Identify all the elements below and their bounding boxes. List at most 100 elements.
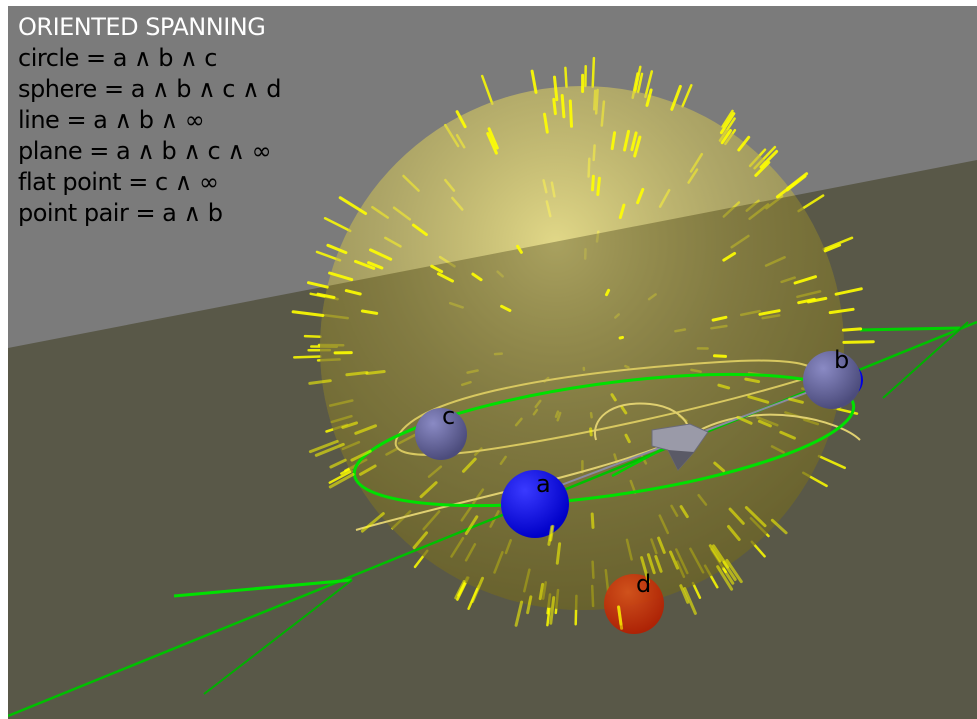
point-a-label: a — [536, 470, 551, 498]
sphere-normal-spike — [679, 584, 690, 604]
sphere-normal-spike — [471, 576, 484, 603]
sphere-normal-spike — [526, 595, 533, 615]
sphere-normal-spike — [412, 531, 428, 550]
sphere-normal-spike — [669, 550, 679, 570]
sphere-normal-spike — [640, 556, 650, 584]
sphere-normal-spike — [633, 135, 642, 158]
line-ab-branch — [882, 321, 969, 399]
sphere-normal-spike — [547, 525, 554, 546]
sphere-normal-spike — [553, 75, 559, 102]
sphere-normal-spike — [454, 580, 466, 600]
sphere-normal-spike — [430, 264, 444, 274]
sphere-normal-spike — [713, 461, 726, 473]
sphere-normal-spike — [568, 99, 573, 128]
sphere-normal-spike — [770, 518, 788, 535]
sphere-normal-spike — [360, 512, 385, 533]
sphere-normal-spike — [338, 196, 368, 215]
sphere-normal-spike — [759, 149, 779, 169]
circle-abc — [352, 372, 856, 508]
line-lower-branch-2 — [203, 579, 353, 695]
point-c[interactable] — [415, 408, 467, 460]
sphere-normal-spike — [350, 449, 372, 462]
point-pair-segment — [611, 444, 669, 478]
sphere-normal-spike — [323, 217, 352, 233]
sphere-normal-spike — [721, 567, 735, 585]
sphere-normal-spike — [737, 135, 751, 152]
sphere-normal-spike — [307, 281, 329, 289]
sphere-normal-spike — [654, 555, 663, 573]
sphere-normal-spike — [419, 481, 438, 499]
sphere-normal-spike — [842, 340, 875, 344]
sphere-normal-spike — [822, 236, 854, 251]
sphere-normal-spike — [691, 581, 702, 599]
sphere-normal-spike — [437, 272, 454, 283]
sphere-normal-spike — [788, 397, 804, 404]
point-a[interactable] — [501, 470, 569, 538]
sphere-normal-spike — [303, 334, 322, 338]
sphere-normal-spike — [359, 464, 377, 476]
point-b[interactable] — [803, 351, 861, 409]
sphere-normal-spike — [328, 472, 355, 489]
sphere-normal-spike — [657, 536, 666, 554]
sphere-normal-spike — [716, 565, 734, 591]
sphere-normal-spike — [530, 69, 538, 94]
sphere-normal-spike — [369, 248, 393, 261]
sphere-normal-spike — [620, 405, 628, 415]
sphere-normal-spike — [610, 131, 617, 151]
sphere-normal-spike — [636, 187, 645, 205]
sphere-normal-spike — [500, 304, 512, 312]
sphere-normal-spike — [617, 605, 623, 626]
sphere-normal-spike — [344, 289, 362, 296]
flat-point-shadow — [668, 450, 694, 470]
sphere-normal-spike — [719, 112, 736, 135]
sphere-normal-spike — [314, 442, 345, 457]
sphere-normal-spike — [543, 112, 549, 134]
sphere-normal-spike — [326, 243, 348, 255]
sphere-normal-spike — [828, 307, 855, 315]
sphere-normal-spike — [823, 243, 842, 253]
sphere-normal-spike — [308, 379, 332, 385]
sphere-normal-spike — [775, 180, 798, 199]
sphere-normal-spike — [644, 70, 654, 99]
sphere-normal-spike — [552, 97, 557, 116]
sphere-normal-spike — [670, 84, 682, 111]
sphere — [320, 86, 844, 610]
sphere-normal-spike — [591, 174, 595, 192]
point-d[interactable] — [604, 574, 664, 634]
sphere-normal-spike — [645, 88, 653, 107]
sphere-normal-spike — [516, 244, 523, 254]
sphere-normal-spike — [736, 415, 753, 425]
sphere-normal-spike — [720, 129, 732, 145]
sphere-normal-spike — [605, 288, 611, 297]
sphere-normal-spike — [717, 383, 731, 390]
sphere-normal-spike — [747, 395, 770, 404]
sphere-normal-spike — [721, 109, 734, 129]
sphere-normal-spike — [725, 559, 743, 584]
sphere-normal-spike — [779, 430, 796, 440]
sphere-normal-spike — [806, 296, 828, 304]
sphere-normal-spike — [555, 542, 562, 565]
sphere-normal-spike — [708, 544, 722, 563]
sphere-normal-spike — [646, 553, 656, 575]
sphere-normal-spike — [711, 315, 728, 322]
sphere-normal-spike — [367, 261, 384, 270]
sphere-normal-spike — [618, 335, 624, 340]
sphere-normal-spike — [308, 439, 339, 454]
sphere-normal-spike — [713, 354, 727, 358]
sphere-normal-spike — [549, 596, 556, 625]
sphere-normal-spike — [345, 371, 369, 377]
sphere-normal-spike — [623, 129, 630, 152]
point-b-label: b — [834, 346, 849, 374]
sphere-normal-spike — [793, 275, 817, 285]
sphere-normal-spike — [341, 421, 358, 429]
line-ab-upper — [859, 326, 961, 332]
sphere-normal-spike — [596, 176, 601, 196]
sphere-normal-spike — [722, 251, 737, 262]
sphere-normal-spike — [564, 66, 568, 89]
sphere-normal-spike — [757, 419, 772, 428]
sphere-normal-spike — [681, 84, 693, 108]
sphere-normal-spike — [758, 309, 781, 316]
sphere-normal-spike — [328, 469, 353, 484]
